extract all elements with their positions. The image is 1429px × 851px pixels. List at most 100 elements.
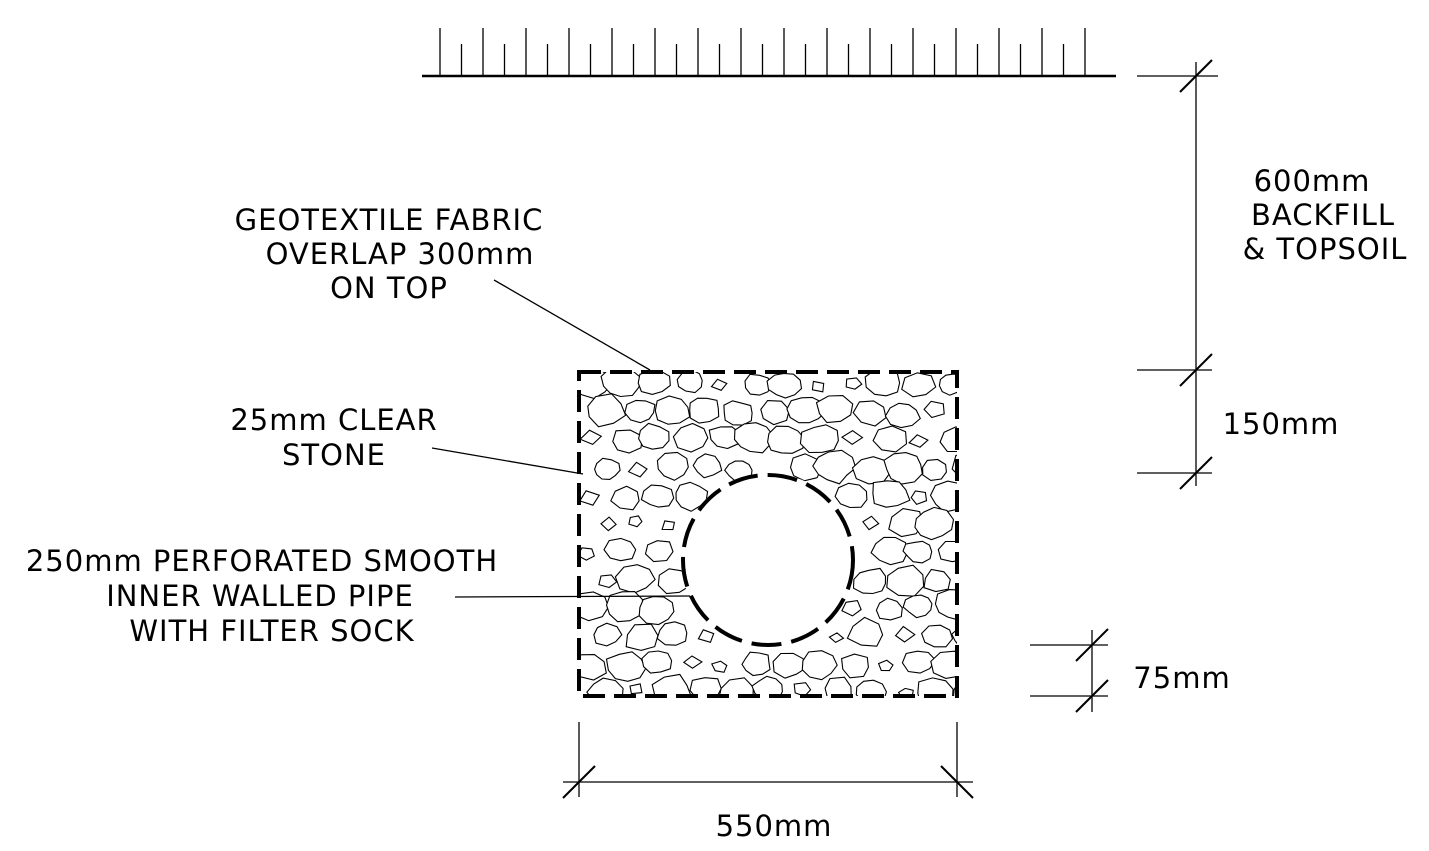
stone — [834, 482, 868, 509]
stone — [828, 632, 845, 644]
stone — [841, 653, 869, 679]
backfill-label-line-3: & TOPSOIL — [1243, 232, 1408, 266]
pipe-label-line-2: INNER WALLED PIPE — [106, 579, 414, 613]
stone — [651, 673, 692, 696]
stone — [654, 395, 691, 425]
stone — [934, 589, 957, 621]
stone — [958, 575, 973, 587]
trench-width-dimension — [562, 722, 974, 799]
stone — [914, 506, 955, 541]
stone — [870, 536, 909, 566]
stone — [711, 660, 728, 673]
stone — [605, 651, 647, 682]
stone — [855, 679, 887, 696]
stone — [812, 449, 857, 485]
geotextile-leader — [493, 279, 651, 371]
stone — [894, 625, 916, 643]
stone — [845, 377, 863, 390]
stone — [793, 682, 812, 696]
stone — [627, 461, 648, 478]
stone — [675, 481, 709, 512]
stone — [718, 677, 754, 696]
stone — [580, 591, 610, 622]
pipe-label-line-1: 250mm PERFORATED SMOOTH — [26, 544, 498, 578]
stone — [961, 407, 977, 420]
stone — [923, 568, 951, 593]
stone — [961, 519, 977, 531]
stone — [580, 490, 601, 506]
stone — [600, 516, 617, 532]
stone — [872, 480, 911, 508]
stone — [638, 422, 670, 450]
ground-hatch-ticks — [439, 28, 1086, 76]
stone-label-line-2: STONE — [282, 438, 386, 472]
pipe-label-line-3: WITH FILTER SOCK — [129, 614, 414, 648]
stone — [610, 485, 640, 511]
stone — [939, 426, 957, 453]
stone — [815, 395, 854, 424]
stone — [938, 373, 957, 396]
stone — [614, 564, 656, 594]
stone — [672, 422, 709, 453]
stone — [586, 677, 624, 696]
stone — [625, 623, 659, 651]
stone — [902, 540, 933, 564]
stone — [689, 677, 722, 696]
stone — [641, 650, 673, 674]
stone — [689, 397, 720, 424]
stone — [624, 399, 656, 424]
stone — [656, 451, 689, 481]
stone — [883, 452, 923, 485]
stone-label-line-1: 25mm CLEAR — [230, 403, 437, 437]
stone — [587, 393, 627, 428]
stone — [902, 594, 933, 619]
stone — [580, 654, 607, 681]
stone — [682, 655, 703, 669]
stone — [640, 484, 675, 508]
stone — [801, 650, 838, 681]
stone-leader — [431, 447, 584, 475]
geotextile-label-line-3: ON TOP — [330, 271, 448, 305]
stone — [811, 380, 825, 393]
clear-stone-fill — [580, 372, 977, 696]
geotextile-fabric-outline — [577, 370, 959, 698]
stone — [799, 424, 839, 454]
pipe-leader — [454, 595, 691, 598]
stone — [917, 677, 954, 696]
stone — [884, 402, 921, 429]
stone — [580, 429, 603, 446]
stone — [741, 651, 771, 677]
stone — [710, 378, 728, 391]
stone — [824, 676, 852, 696]
stone — [594, 457, 621, 480]
backfill-label-line-2: BACKFILL — [1251, 198, 1395, 232]
stone — [840, 430, 864, 445]
stone — [600, 372, 642, 398]
stone — [766, 372, 803, 399]
vertical-dimension-right — [1137, 59, 1218, 490]
stone — [644, 540, 674, 563]
stone — [628, 515, 643, 528]
stone — [872, 425, 908, 453]
stone — [910, 490, 928, 506]
stone — [733, 422, 774, 454]
stone — [937, 540, 957, 563]
stone — [886, 564, 925, 597]
stone — [901, 372, 937, 398]
stone — [852, 567, 887, 595]
stone — [920, 624, 954, 648]
stone — [922, 458, 947, 481]
stone — [603, 537, 637, 562]
stone — [697, 629, 715, 643]
stone — [593, 622, 623, 647]
stone — [637, 372, 671, 395]
stone — [862, 515, 880, 531]
stone — [676, 372, 703, 394]
dimension-550mm: 550mm — [716, 809, 833, 843]
stone — [723, 400, 753, 426]
stone — [760, 400, 790, 426]
bottom-stone-dimension — [1030, 628, 1109, 713]
stone — [767, 425, 806, 454]
stone — [930, 650, 957, 679]
